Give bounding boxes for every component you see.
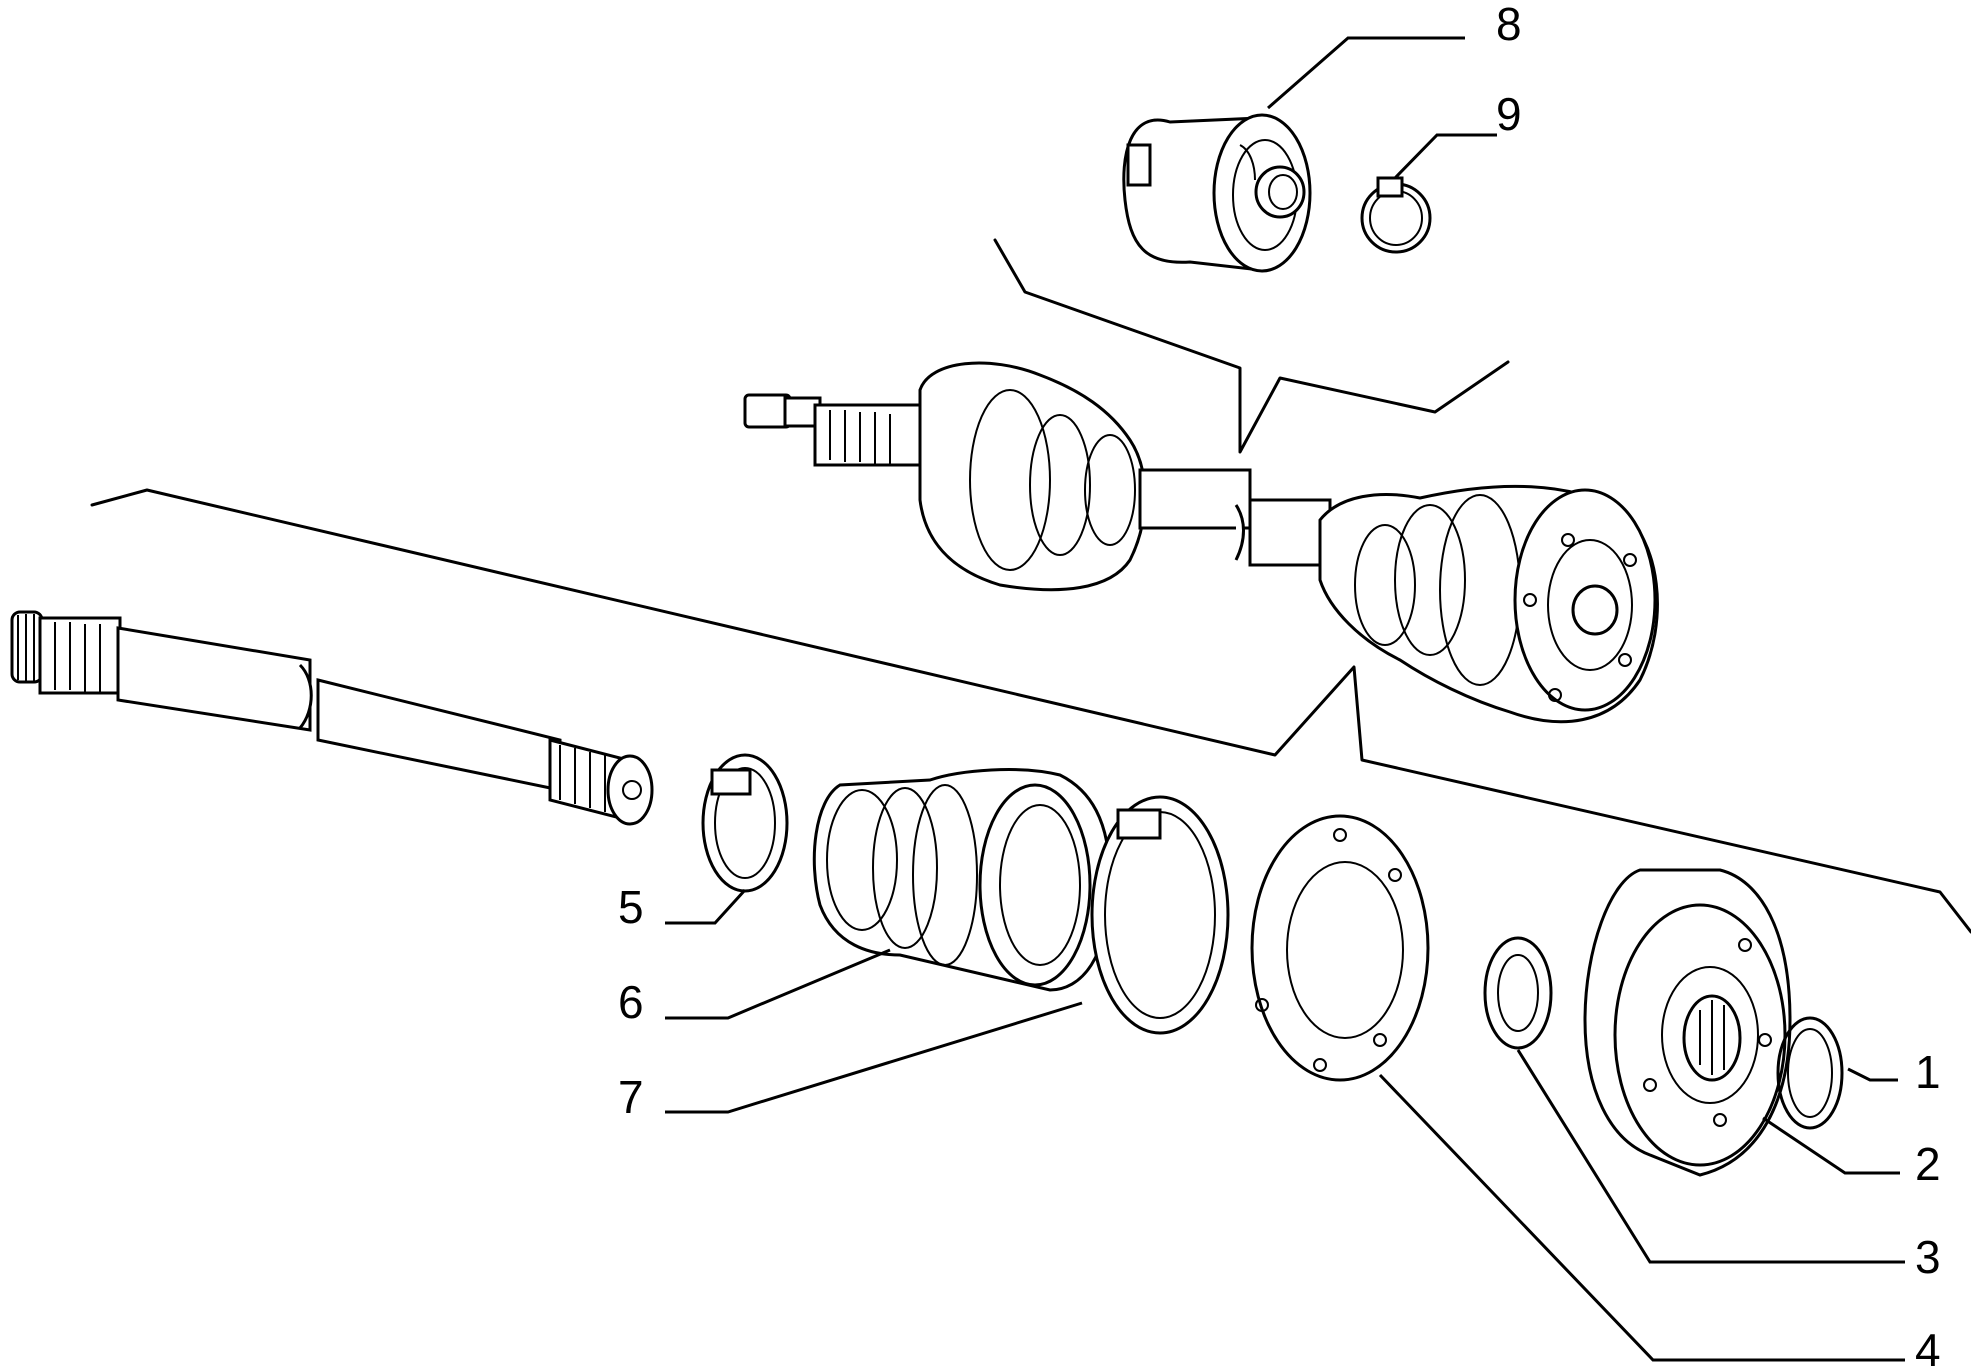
bare-shaft xyxy=(10,610,654,826)
part-8-joint-housing xyxy=(1122,113,1312,273)
leader-line-9 xyxy=(1393,133,1497,180)
callout-label-2: 2 xyxy=(1915,1138,1941,1190)
leader-line-8 xyxy=(1267,36,1465,110)
callout-label-7: 7 xyxy=(618,1071,644,1123)
assembly-bracket-upper xyxy=(993,238,1510,454)
part-5-small-clamp xyxy=(701,753,789,893)
complete-driveshaft-assembly xyxy=(743,361,1659,724)
part-2-cv-joint xyxy=(1583,868,1792,1177)
leader-line-4 xyxy=(1378,1073,1905,1362)
part-3-washer xyxy=(1483,936,1553,1050)
leader-line-2 xyxy=(1762,1116,1900,1175)
callout-label-9: 9 xyxy=(1496,88,1522,140)
leader-line-7 xyxy=(665,1001,1083,1114)
callout-label-8: 8 xyxy=(1496,0,1522,50)
callout-label-4: 4 xyxy=(1915,1324,1941,1366)
assembly-bracket-lower xyxy=(90,488,1971,934)
callout-label-1: 1 xyxy=(1915,1046,1941,1098)
callout-label-5: 5 xyxy=(618,881,644,933)
leader-line-5 xyxy=(665,888,747,925)
part-6-boot xyxy=(812,768,1112,992)
part-4-flange-cover xyxy=(1250,814,1430,1082)
part-1-circlip xyxy=(1776,1016,1844,1130)
leader-line-1 xyxy=(1847,1067,1898,1082)
leader-line-3 xyxy=(1516,1049,1905,1264)
part-7-large-clamp xyxy=(1090,795,1230,1035)
callout-label-3: 3 xyxy=(1915,1231,1941,1283)
callout-label-6: 6 xyxy=(618,976,644,1028)
part-9-circlip xyxy=(1360,176,1432,254)
leader-line-6 xyxy=(665,948,891,1020)
